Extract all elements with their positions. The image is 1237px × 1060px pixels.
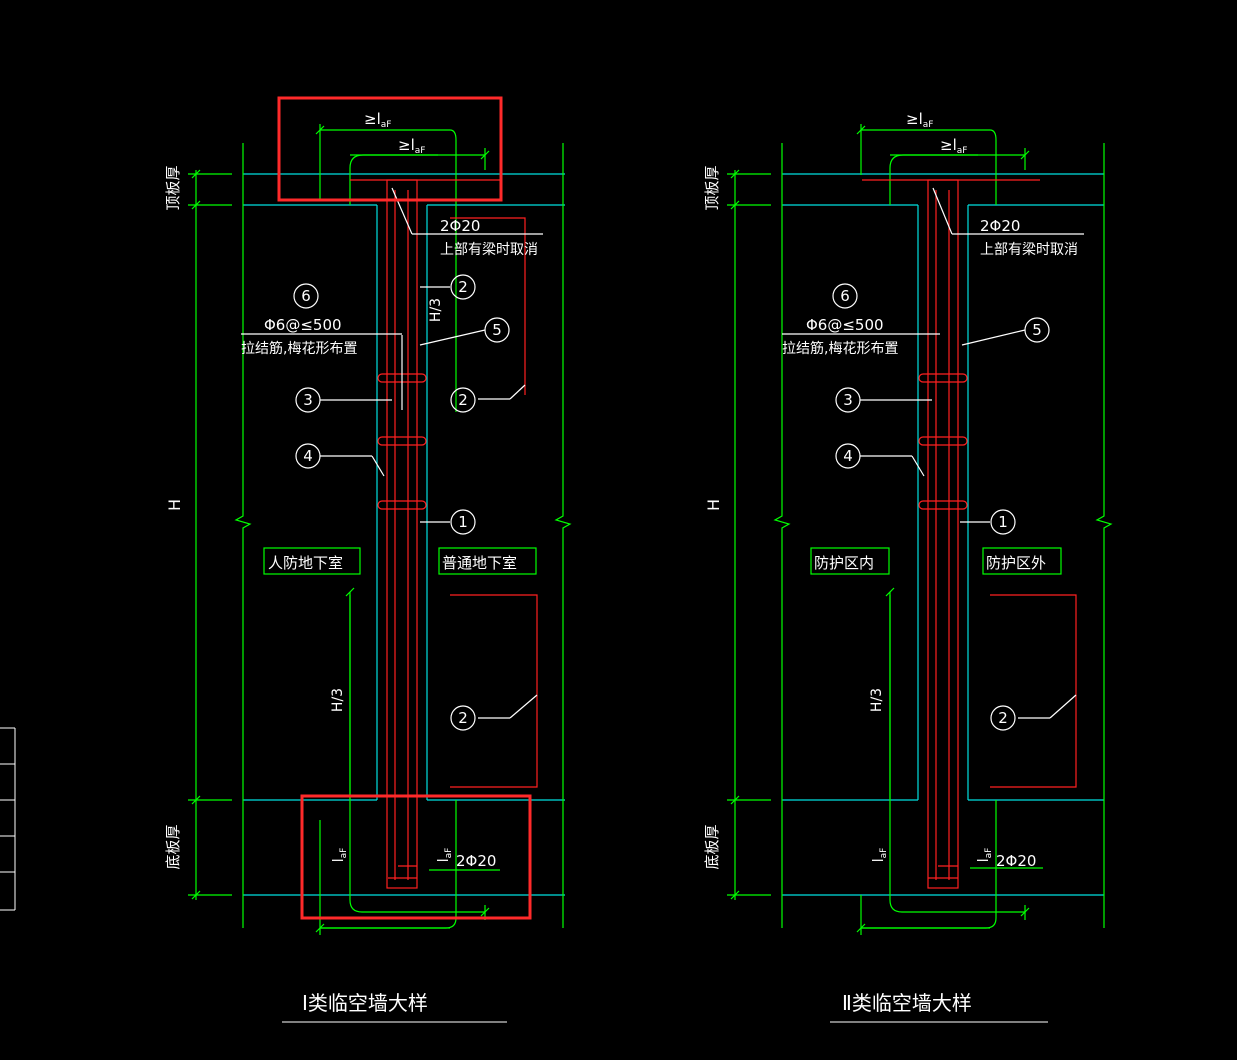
left-label-h3-upper: H/3 [428,298,444,322]
left-callout-6: 6 [301,287,311,305]
left-tie-spec: Φ6@≤500 [264,316,342,334]
left-bottom-rebar: 2Φ20 [456,852,496,870]
right-room-left: 防护区内 [814,554,874,572]
left-dimension-lines [188,124,500,935]
partial-table-edge [0,727,16,911]
right-callouts [832,283,1050,731]
right-leaders [782,187,1084,719]
left-break-lines [234,143,572,928]
right-bottom-rebar: 2Φ20 [996,852,1036,870]
right-rebar [862,179,1077,889]
right-anchor-bottom-left: laF [871,848,889,863]
left-top-rebar: 2Φ20 [440,217,480,235]
right-callout-2: 2 [998,709,1008,727]
right-top-rebar: 2Φ20 [980,217,1020,235]
left-label-height: H [165,499,184,511]
right-break-lines [773,143,1113,928]
left-tie-note: 拉结筋,梅花形布置 [241,340,357,357]
left-slab-outlines [243,173,565,896]
left-top-rebar-note: 上部有梁时取消 [440,242,538,258]
right-label-bottom-thick: 底板厚 [703,824,721,869]
right-callout-5: 5 [1032,321,1042,339]
left-callout-2c: 2 [458,709,468,727]
left-room-left: 人防地下室 [268,554,343,572]
left-callout-4: 4 [303,447,313,465]
right-room-right: 防护区外 [986,554,1046,572]
right-label-top-thick: 顶板厚 [703,165,721,210]
right-callout-3: 3 [843,391,853,409]
right-anchor-bottom-right: laF [976,848,994,863]
left-anchor-bottom-right: laF [436,848,454,863]
right-anchor-top-inner: ≥laF [940,136,967,156]
right-tie-note: 拉结筋,梅花形布置 [782,340,898,357]
right-slab-outlines [782,173,1104,896]
left-label-h3-lower: H/3 [330,688,346,712]
left-room-boxes [263,547,537,575]
right-title: Ⅱ类临空墙大样 [842,991,972,1015]
right-callout-1: 1 [998,513,1008,531]
right-anchor-top-outer: ≥laF [906,110,933,130]
right-tie-spec: Φ6@≤500 [806,316,884,334]
left-callout-1: 1 [458,513,468,531]
right-detail [727,124,1113,1023]
left-highlight-boxes [277,96,532,920]
left-room-right: 普通地下室 [442,554,517,572]
right-callout-6: 6 [840,287,850,305]
left-label-top-thick: 顶板厚 [164,165,182,210]
left-anchor-top-inner: ≥laF [398,136,425,156]
left-label-bottom-thick: 底板厚 [164,824,182,869]
right-room-boxes [810,547,1062,575]
left-anchor-top-outer: ≥laF [364,110,391,130]
left-leaders [241,187,543,719]
left-callout-2a: 2 [458,278,468,296]
left-callout-2b: 2 [458,391,468,409]
left-callout-3: 3 [303,391,313,409]
left-callouts [293,274,510,731]
left-detail [188,96,572,1023]
left-callout-5: 5 [492,321,502,339]
left-rebar [350,179,538,889]
left-anchor-bottom-left: laF [331,848,349,863]
right-dimension-lines [727,124,1043,935]
right-callout-4: 4 [843,447,853,465]
left-title: Ⅰ类临空墙大样 [302,991,428,1015]
right-label-h3-lower: H/3 [869,688,885,712]
right-label-height: H [704,499,723,511]
right-top-rebar-note: 上部有梁时取消 [980,242,1078,258]
